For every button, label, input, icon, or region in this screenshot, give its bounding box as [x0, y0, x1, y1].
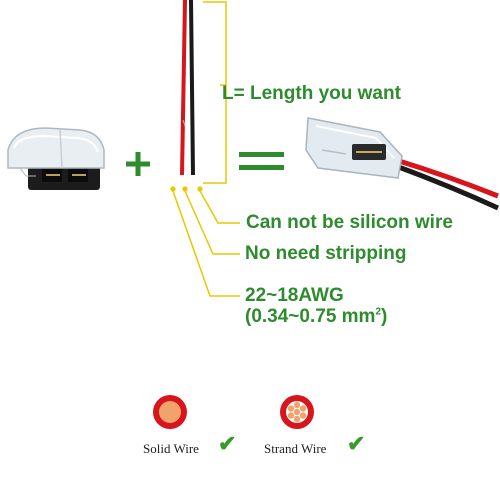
checkmark-icon: ✔	[218, 431, 237, 456]
assembled-connector	[305, 117, 500, 211]
two-pin-wire	[180, 0, 195, 176]
awg-label: 22~18AWG	[245, 285, 344, 306]
wire-tip-dots	[170, 186, 203, 192]
wire-area-label: (0.34~0.75 mm2)	[245, 306, 388, 327]
equals-sign-icon	[239, 152, 284, 170]
length-bracket	[203, 1, 227, 184]
checkmark-icon: ✔	[347, 431, 366, 456]
solid-wire-label: Solid Wire	[143, 441, 199, 456]
strand-wire-icon	[280, 395, 314, 429]
leader-lines	[172, 190, 240, 297]
clip-connector	[7, 127, 105, 190]
length-label: L= Length you want	[222, 83, 401, 104]
silicon-wire-label: Can not be silicon wire	[246, 212, 453, 233]
plus-sign-icon	[126, 152, 150, 176]
solid-wire-icon	[153, 395, 187, 429]
stripping-label: No need stripping	[245, 243, 407, 264]
strand-wire-label: Strand Wire	[264, 441, 327, 456]
